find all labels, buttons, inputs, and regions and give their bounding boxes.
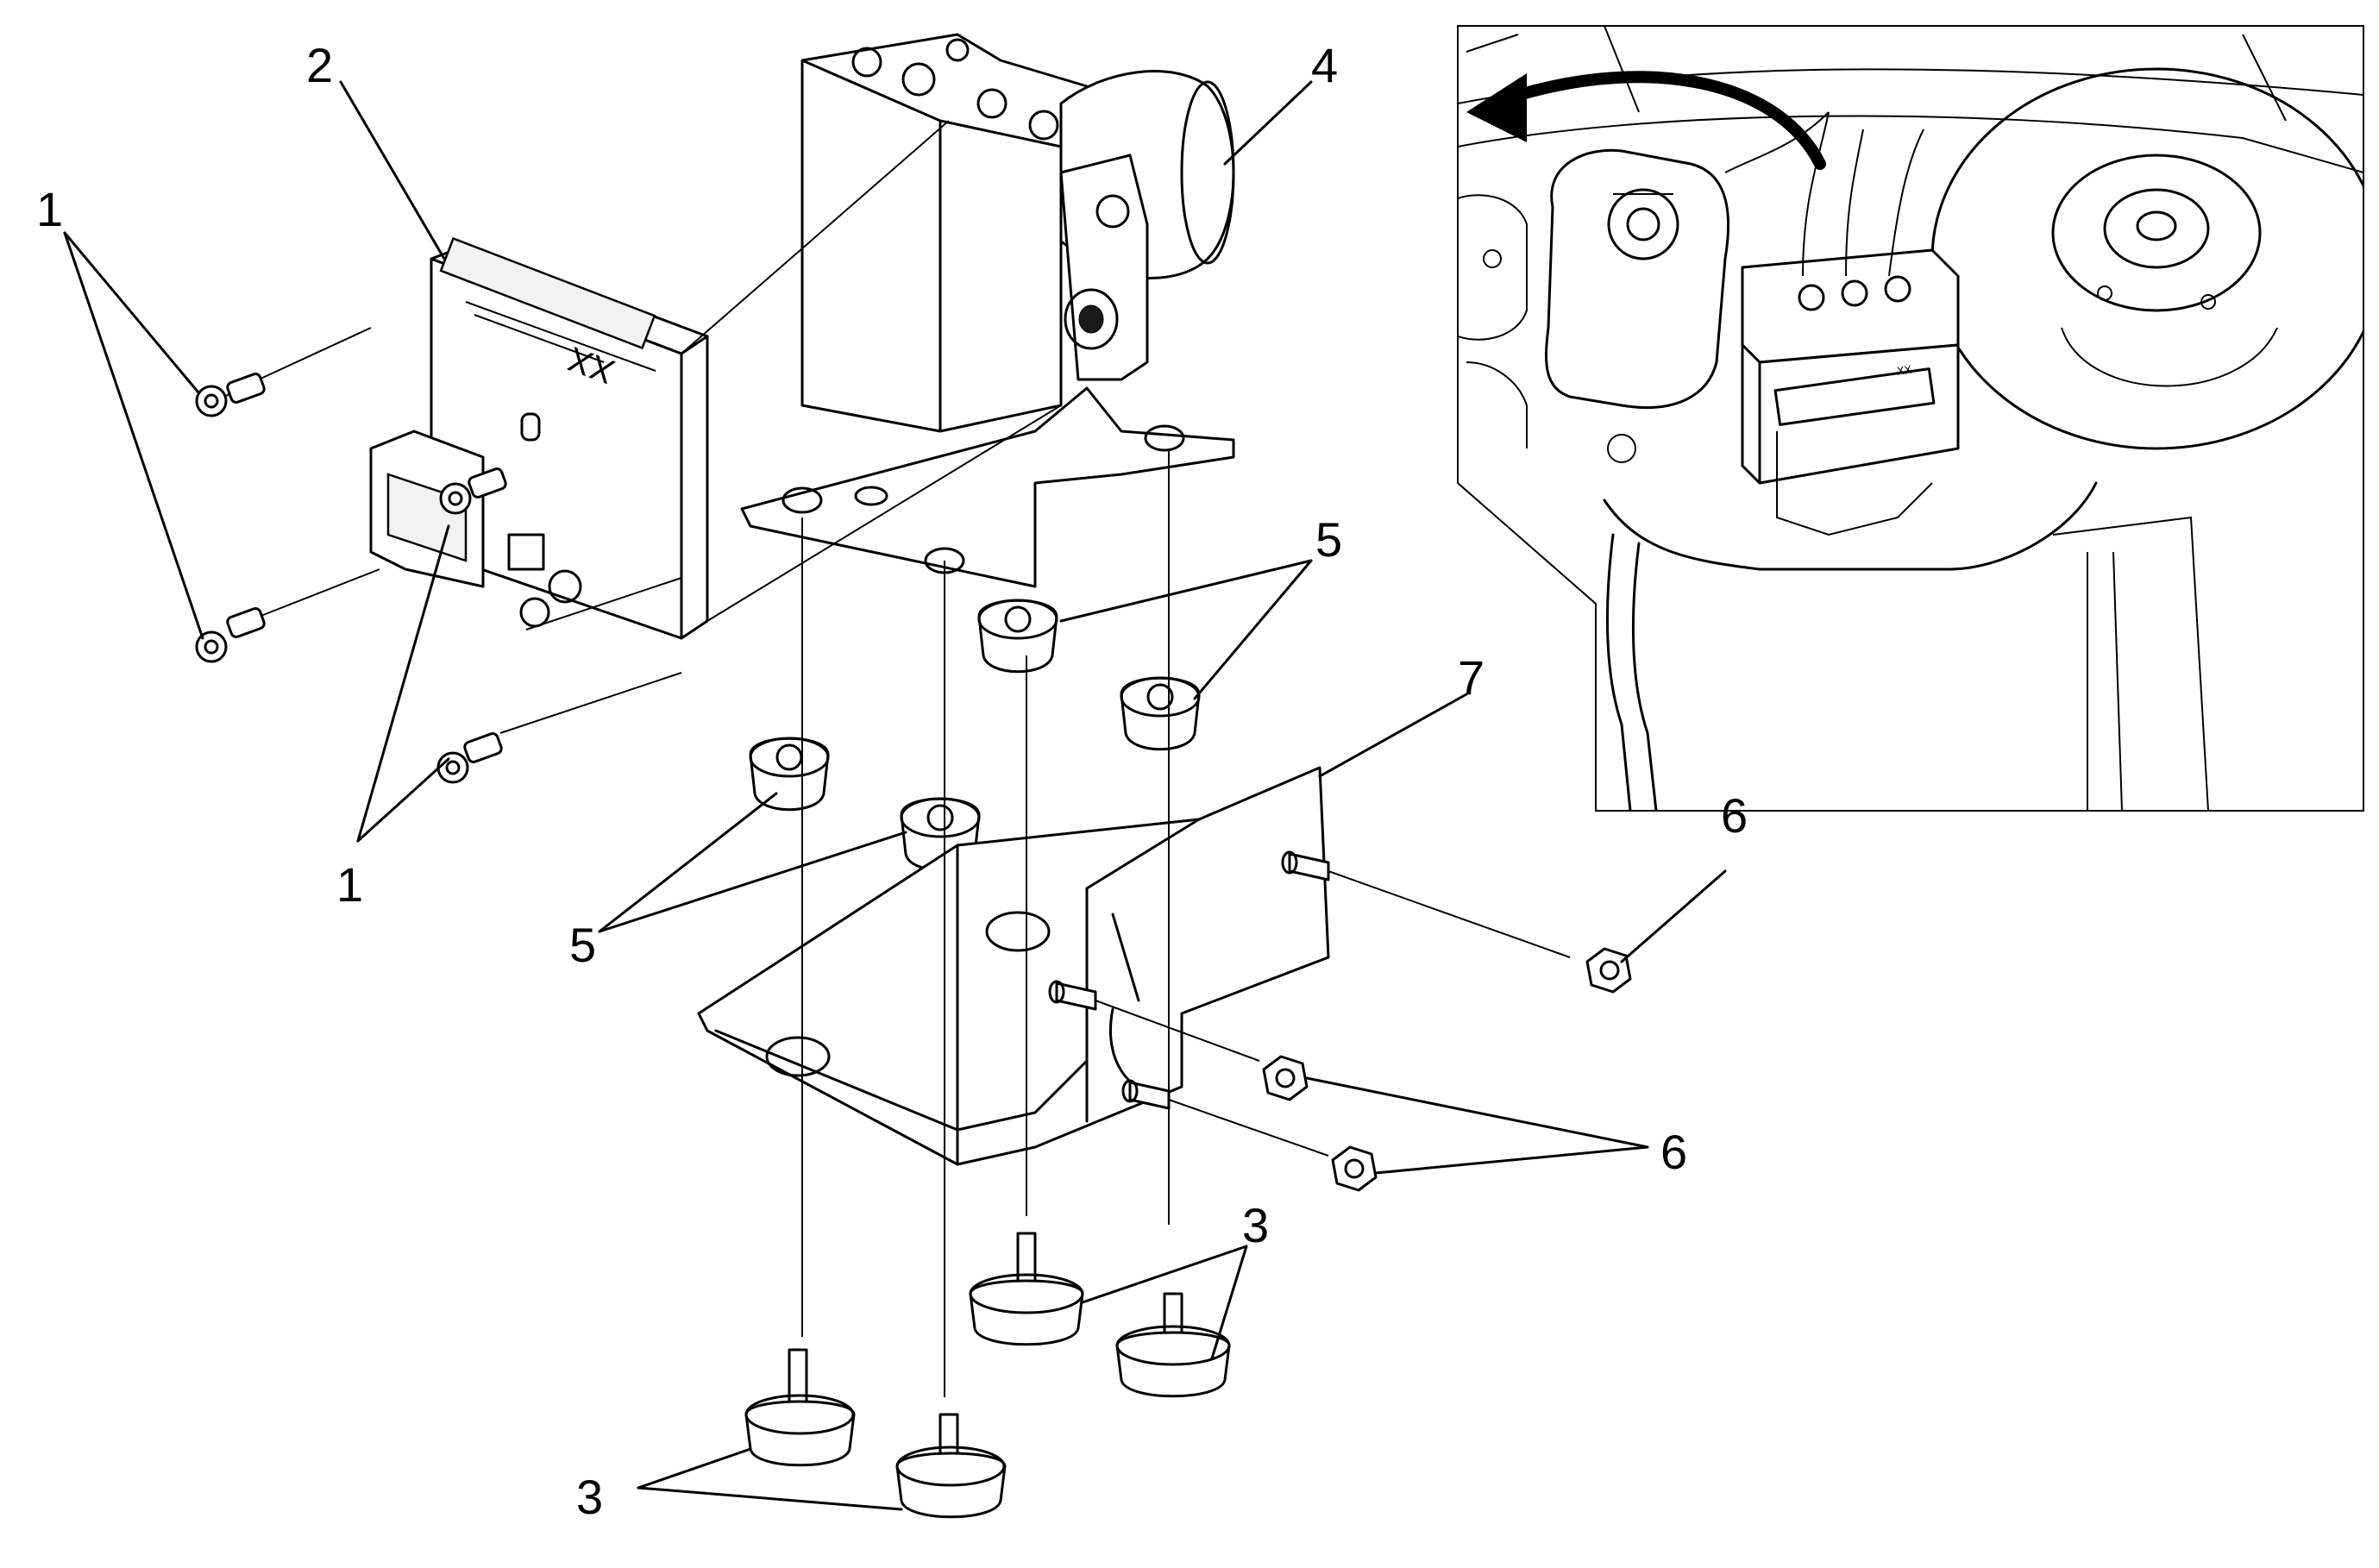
nut-6b (1095, 1000, 1309, 1101)
abs-module-bracket (697, 766, 1330, 1166)
exploded-view: XX (195, 33, 1632, 1519)
electronic-brake-control-module: XX (369, 120, 1062, 640)
callout-4: 4 (1311, 38, 1338, 92)
callout-3-right: 3 (1242, 1198, 1269, 1252)
callout-1-bottom: 1 (336, 857, 363, 912)
bolt-1d (436, 672, 682, 784)
brake-fluid-reservoir (1545, 148, 1730, 410)
callout-6-bottom: 6 (1660, 1125, 1687, 1179)
callout-5-left: 5 (569, 918, 596, 972)
strut-tower (1930, 67, 2363, 450)
insulator-5c (749, 737, 830, 812)
isolator-3c (744, 1348, 856, 1467)
callout-leaders (63, 80, 1727, 1511)
callout-6-top: 6 (1721, 788, 1748, 843)
inset-abs-module: XX (1741, 248, 1960, 536)
callout-1-top: 1 (36, 182, 63, 236)
insulator-5a (977, 599, 1058, 674)
callout-5-right: 5 (1315, 512, 1342, 567)
orientation-arrow-icon (1466, 71, 1826, 170)
alignment-lines (525, 448, 1170, 1397)
isolator-3b (1115, 1292, 1231, 1398)
nut-6a (1328, 870, 1632, 994)
inset-module-marking: XX (1896, 364, 1912, 379)
bolt-1c (439, 467, 507, 515)
callout-7: 7 (1458, 650, 1485, 705)
nut-6c (1168, 1099, 1378, 1192)
insulator-5b (1120, 676, 1201, 751)
inset-engine-bay-view: XX (1457, 25, 2364, 812)
callout-3-left: 3 (576, 1470, 603, 1524)
hydraulic-modulator (740, 33, 1235, 588)
isolator-3d (895, 1413, 1007, 1519)
bolt-1a (195, 327, 372, 417)
isolator-3a (969, 1232, 1084, 1346)
callout-2: 2 (306, 38, 333, 92)
bolt-1b (195, 568, 380, 663)
